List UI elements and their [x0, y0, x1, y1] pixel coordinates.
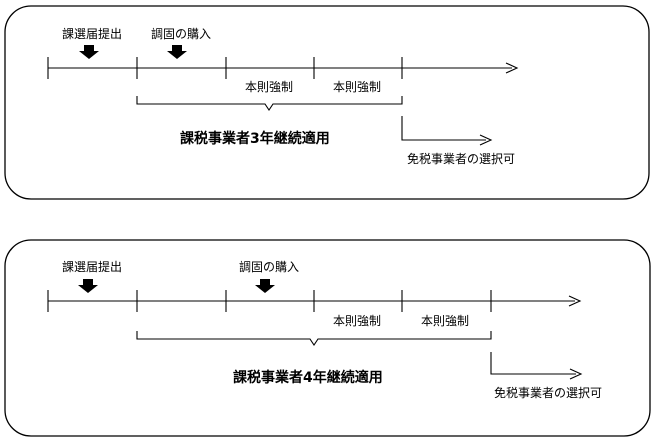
- span-brace: [136, 331, 492, 346]
- timeline-ticks: [47, 290, 492, 312]
- forced-label: 本則強制: [333, 314, 381, 328]
- panel-frame: [4, 239, 651, 437]
- purchase-label: 調固の購入: [239, 260, 299, 274]
- exempt-arrow: [490, 352, 576, 375]
- purchase-label: 調固の購入: [151, 27, 211, 41]
- exempt-label: 免税事業者の選択可: [407, 151, 515, 166]
- down-arrow-icon: [255, 279, 275, 293]
- submit-label: 課選届提出: [62, 259, 122, 274]
- exempt-label: 免税事業者の選択可: [494, 385, 602, 400]
- forced-label: 本則強制: [245, 80, 293, 94]
- span-brace: [136, 96, 403, 111]
- arrow-head-icon: [569, 368, 583, 380]
- forced-label: 本則強制: [333, 80, 381, 94]
- timeline-ticks: [47, 57, 403, 79]
- span-label: 課税事業者4年継続適用: [233, 369, 383, 386]
- forced-label: 本則強制: [421, 314, 469, 328]
- down-arrow-icon: [167, 45, 187, 59]
- panel-three-year: 課選届提出 調固の購入 本則強制 本則強制 課税事業者3年継続適用 免税事業者の…: [4, 5, 650, 200]
- down-arrow-icon: [78, 279, 98, 293]
- arrow-head-icon: [505, 62, 519, 74]
- down-arrow-icon: [79, 45, 99, 59]
- span-label: 課税事業者3年継続適用: [180, 130, 330, 147]
- panel-four-year: 課選届提出 調固の購入 本則強制 本則強制 課税事業者4年継続適用 免税事業者の…: [4, 239, 651, 437]
- submit-label: 課選届提出: [62, 26, 122, 41]
- exempt-arrow: [401, 116, 486, 141]
- arrow-head-icon: [479, 134, 493, 146]
- arrow-head-icon: [568, 295, 582, 307]
- panel-frame: [4, 5, 650, 200]
